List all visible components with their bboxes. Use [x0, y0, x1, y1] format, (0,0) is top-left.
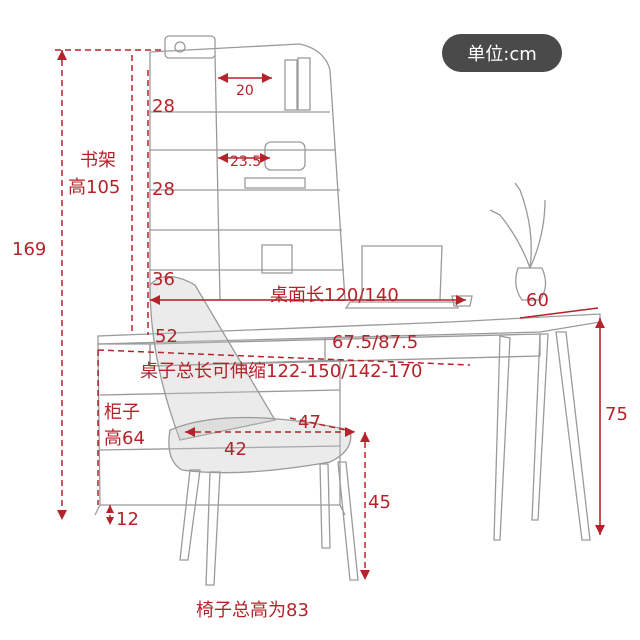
chair-width-label: 42: [224, 439, 247, 460]
bookshelf-outline: [149, 43, 346, 301]
desk-depth-label: 60: [526, 290, 549, 311]
chair-leg: [179, 469, 201, 561]
mug-icon: [451, 295, 473, 307]
total-height-label: 169: [12, 239, 46, 260]
cabinet-width-label: 52: [155, 326, 178, 347]
desk-top-length-label: 桌面长120/140: [270, 285, 399, 306]
chair-back: [149, 275, 277, 441]
cabinet-height-label: 高64: [104, 428, 145, 449]
cabinet-title-label: 柜子: [104, 402, 140, 423]
chair-depth-label: 47: [298, 412, 321, 433]
radio-icon: [164, 35, 216, 59]
shelf-gap-low-label: 36: [152, 269, 175, 290]
vase-icon: [515, 267, 547, 301]
furniture-sketch: [94, 35, 601, 586]
chair-leg: [319, 463, 331, 549]
book-icon: [244, 177, 306, 189]
unit-badge: 单位:cm: [442, 34, 562, 72]
bookshelf-title-label: 书架: [80, 150, 116, 171]
shelf-gap-top-label: 28: [152, 96, 175, 117]
box-icon: [264, 141, 306, 171]
shelf-gap-mid-label: 28: [152, 179, 175, 200]
shelf-depth-mid-label: 23.5: [230, 154, 261, 170]
bookshelf-height-label: 高105: [68, 177, 120, 198]
seat-height-label: 45: [368, 492, 391, 513]
desk-total-length-label: 桌子总长可伸缩122-150/142-170: [140, 361, 422, 382]
dimension-lines: [55, 49, 471, 580]
cabinet-drawer-line: [99, 445, 341, 451]
chair-leg: [205, 471, 221, 586]
arrow-heads: [57, 50, 605, 580]
cabinet-drawer-line: [99, 389, 341, 396]
desk-leg: [493, 335, 511, 541]
shelf-depth-top-label: 20: [236, 83, 254, 99]
bookshelf-divider: [214, 54, 221, 301]
book-icon: [261, 244, 293, 274]
cabinet-leg-label: 12: [116, 509, 139, 530]
desk-height-label: 75: [605, 404, 628, 425]
chair-total-height-label: 椅子总高为83: [196, 600, 309, 621]
book-icon: [284, 59, 298, 111]
drawer-length-label: 67.5/87.5: [332, 332, 418, 353]
chair-leg: [337, 461, 359, 581]
book-icon: [297, 57, 311, 111]
desk-leg: [555, 331, 591, 541]
desk-leg: [531, 333, 549, 521]
